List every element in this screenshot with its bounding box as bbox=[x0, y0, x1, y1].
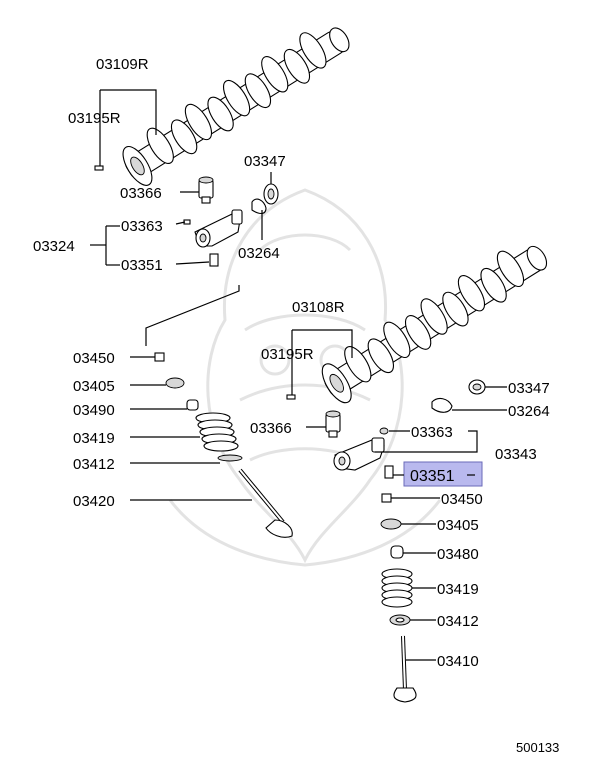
label-lower-valve-cap: 03450 bbox=[441, 491, 483, 508]
lower-retainer bbox=[380, 518, 402, 530]
upper-seal bbox=[186, 399, 199, 411]
upper-spring-seat bbox=[217, 454, 243, 462]
label-lower-gasket: 03264 bbox=[508, 403, 550, 420]
label-lower-cam: 03108R bbox=[292, 299, 345, 316]
label-upper-spring: 03419 bbox=[73, 430, 115, 447]
upper-washer bbox=[263, 183, 279, 205]
label-upper-gasket: 03264 bbox=[238, 245, 280, 262]
lower-cam-leader bbox=[292, 329, 353, 358]
label-lower-washer: 03347 bbox=[508, 380, 550, 397]
label-upper-rocker-screw: 03351 bbox=[121, 257, 163, 274]
upper-camshaft bbox=[122, 27, 350, 186]
label-lower-retainer: 03405 bbox=[437, 517, 479, 534]
upper-spring bbox=[195, 412, 239, 452]
label-lower-rocker-assy: 03343 bbox=[495, 446, 537, 463]
watermark-emblem bbox=[168, 188, 442, 567]
label-lower-valve: 03410 bbox=[437, 653, 479, 670]
upper-rocker-arm bbox=[194, 209, 243, 248]
label-upper-rocker-assy: 03324 bbox=[33, 238, 75, 255]
lower-spring bbox=[381, 568, 413, 608]
highlight-box bbox=[403, 461, 483, 487]
upper-gasket bbox=[251, 198, 267, 215]
label-upper-cam: 03109R bbox=[96, 56, 149, 73]
lower-rocker-screw bbox=[384, 465, 394, 479]
label-upper-washer: 03347 bbox=[244, 153, 286, 170]
lower-gasket bbox=[431, 397, 453, 413]
label-lower-cam-pin: 03195R bbox=[261, 346, 314, 363]
lower-camshaft bbox=[321, 245, 548, 404]
label-upper-cam-pin: 03195R bbox=[68, 110, 121, 127]
label-upper-spring-seat: 03412 bbox=[73, 456, 115, 473]
label-lower-seal: 03480 bbox=[437, 546, 479, 563]
label-lower-spring: 03419 bbox=[437, 581, 479, 598]
upper-valve bbox=[238, 468, 293, 538]
figure-number: 500133 bbox=[516, 740, 559, 755]
lower-rocker-pin bbox=[379, 427, 389, 435]
lower-valve-cap bbox=[381, 493, 392, 503]
label-lower-rocker-pin: 03363 bbox=[411, 424, 453, 441]
upper-rocker-screw bbox=[209, 253, 219, 267]
upper-valve-cap bbox=[154, 352, 165, 362]
upper-lash-adjuster bbox=[198, 176, 214, 204]
label-lower-rocker-screw: 03351 bbox=[410, 468, 455, 485]
lower-washer bbox=[468, 379, 486, 395]
lower-assy-leader bbox=[375, 430, 478, 453]
label-upper-valve: 03420 bbox=[73, 493, 115, 510]
lower-rocker-arm bbox=[333, 437, 385, 471]
lower-seal bbox=[390, 545, 404, 559]
upper-cam-leader bbox=[100, 89, 157, 135]
label-upper-valve-cap: 03450 bbox=[73, 350, 115, 367]
lower-lash-adjuster bbox=[325, 410, 341, 438]
upper-retainer bbox=[165, 377, 185, 389]
upper-cam-pin-shape bbox=[94, 165, 104, 171]
label-upper-retainer: 03405 bbox=[73, 378, 115, 395]
label-upper-rocker-pin: 03363 bbox=[121, 218, 163, 235]
lower-cam-pin-shape bbox=[286, 394, 296, 400]
label-lower-spring-seat: 03412 bbox=[437, 613, 479, 630]
label-lower-lash-adjuster: 03366 bbox=[250, 420, 292, 437]
lower-valve bbox=[393, 635, 417, 703]
label-upper-lash-adjuster: 03366 bbox=[120, 185, 162, 202]
upper-connector-leader bbox=[145, 285, 240, 346]
label-upper-seal: 03490 bbox=[73, 402, 115, 419]
